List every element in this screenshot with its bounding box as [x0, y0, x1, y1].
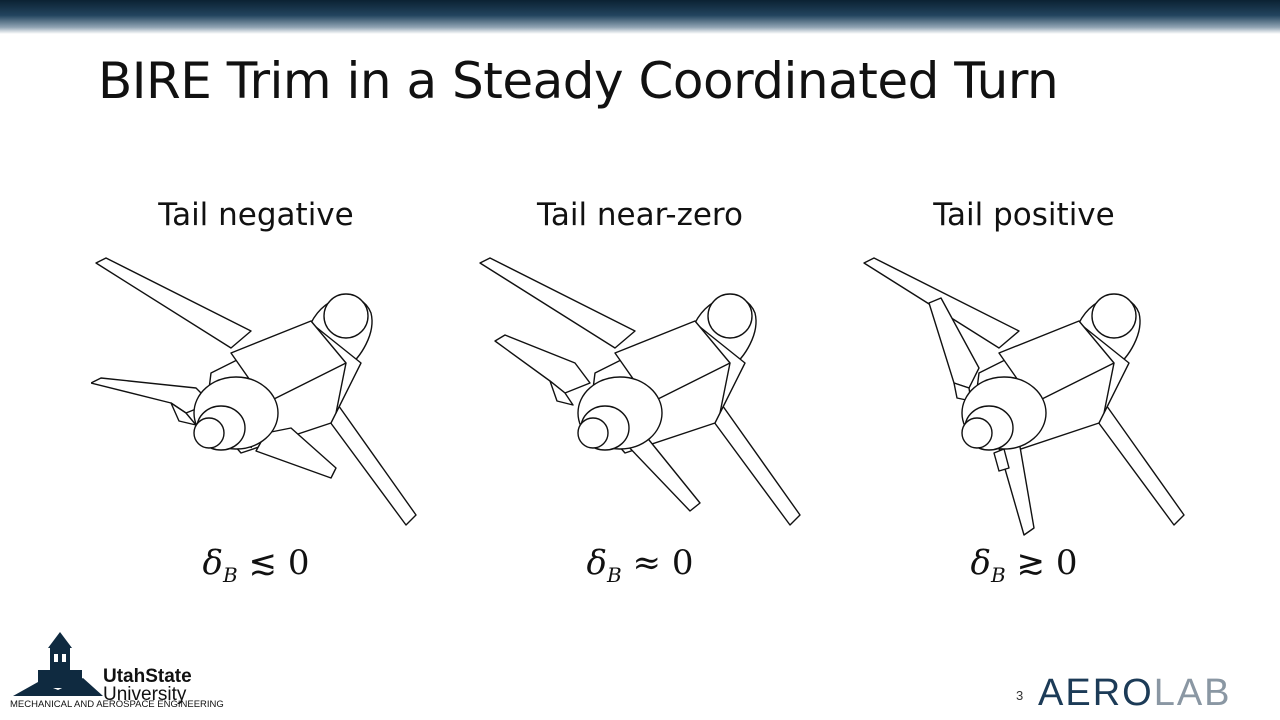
panel-tail-negative: Tail negative δB ≲ 0 — [91, 195, 421, 595]
old-main-tower-icon — [13, 632, 103, 696]
usu-logo: UtahState University MECHANICAL AND AERO… — [8, 630, 228, 715]
trim-formula: δB ≲ 0 — [202, 543, 310, 587]
aircraft-tail-positive-illustration — [863, 257, 1185, 536]
panel-label: Tail near-zero — [537, 197, 743, 233]
panel-tail-positive: Tail positive δB ≳ 0 — [859, 195, 1189, 595]
aircraft-tail-negative-illustration — [91, 257, 417, 526]
aircraft-tail-near-zero-illustration — [479, 257, 801, 526]
page-number: 3 — [1016, 688, 1024, 703]
panel-label: Tail negative — [158, 197, 354, 233]
panel-tail-near-zero: Tail near-zero δB ≈ 0 — [475, 195, 805, 595]
trim-formula: δB ≳ 0 — [970, 543, 1078, 587]
university-name: UtahState University — [103, 666, 192, 705]
panel-label: Tail positive — [933, 197, 1115, 233]
slide-title: BIRE Trim in a Steady Coordinated Turn — [98, 52, 1059, 110]
aerolab-logo: AEROLAB — [1038, 672, 1232, 714]
trim-formula: δB ≈ 0 — [586, 543, 694, 587]
department-name: MECHANICAL AND AEROSPACE ENGINEERING — [10, 699, 224, 710]
header-bar — [0, 0, 1280, 34]
